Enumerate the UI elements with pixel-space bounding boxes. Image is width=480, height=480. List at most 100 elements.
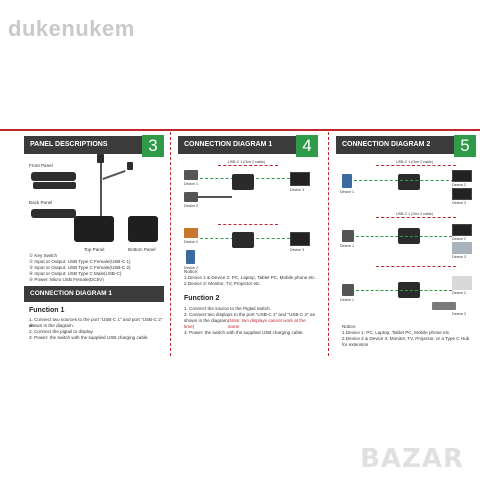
page-number-3: 3 xyxy=(142,135,164,157)
notice-line: 2.Device 3: Monitor, TV, Projector etc. xyxy=(184,281,261,286)
device-1-label: Device 1 xyxy=(184,240,198,244)
legend-item: ③ Input or Output: USB Type C Female(USB… xyxy=(29,265,131,270)
cable-note: USB-C 1 (Gen 2 cable) xyxy=(228,160,265,164)
device-1-tablet xyxy=(184,228,198,238)
top-panel-label: Top Panel xyxy=(84,247,105,252)
connection-diagram-2-panel: CONNECTION DIAGRAM 2 5 USB-C 1 (Gen 2 ca… xyxy=(336,135,476,356)
device-2-label: Device 2 xyxy=(452,237,466,241)
connection-diagram-2-title: CONNECTION DIAGRAM 2 xyxy=(342,141,431,148)
notice-line: 2.Device 2 & Device 3: Monitor, TV, Proj… xyxy=(342,336,470,341)
step-line: 2. Connect the pigtail to display. xyxy=(29,329,94,334)
device-3-label: Device 3 xyxy=(452,255,466,259)
step-line: 1. Connect the source to the Pigtail swi… xyxy=(184,306,271,311)
front-panel-side xyxy=(33,182,76,189)
green-signal-path xyxy=(356,236,452,237)
cable xyxy=(198,196,232,198)
device-2-label: Device 2 xyxy=(452,183,466,187)
device-3-label: Device 3 xyxy=(290,248,304,252)
page-number-4: 4 xyxy=(296,135,318,157)
device-2-laptop xyxy=(184,192,198,202)
usb-c-male-connector xyxy=(97,154,104,163)
front-panel-label: Front Panel xyxy=(29,163,53,168)
switch-hub xyxy=(232,174,254,190)
monitor-device-2 xyxy=(452,170,472,182)
watermark-text: dukenukem xyxy=(8,16,135,41)
device-1-phone xyxy=(342,174,352,188)
cable-note: USB-C 1 (Gen 2 cable) xyxy=(396,160,433,164)
pink-cable-path xyxy=(376,217,456,218)
notice-line: for extension xyxy=(342,342,369,347)
step-note: time) xyxy=(184,324,195,329)
device-2-label: Device 2 xyxy=(184,204,198,208)
pink-cable-path xyxy=(376,266,456,267)
page-number-5: 5 xyxy=(454,135,476,157)
connection-diagram-1-panel: CONNECTION DIAGRAM 1 4 USB-C 1 (Gen 2 ca… xyxy=(178,135,318,356)
panel-divider-1 xyxy=(170,132,171,356)
monitor-device-3 xyxy=(452,188,472,200)
device-2-label: Device 2 xyxy=(452,291,466,295)
front-panel-device xyxy=(31,172,76,181)
bottom-panel-label: Bottom Panel xyxy=(128,247,156,252)
connection-diagram-1-header: CONNECTION DIAGRAM 1 xyxy=(24,286,164,302)
device-3-label: Device 3 xyxy=(290,188,304,192)
top-divider xyxy=(0,129,480,131)
panel-descriptions: PANEL DESCRIPTIONS 3 Front Panel Back Pa… xyxy=(24,135,164,356)
panel-descriptions-title: PANEL DESCRIPTIONS xyxy=(30,141,108,148)
legend-item: ① Key Switch xyxy=(29,253,58,258)
step-line: 1. Connect two sources to the port "USB-… xyxy=(29,317,163,328)
step-line: 3. Power: the switch with the supplied U… xyxy=(29,335,149,340)
notice-title: Notice: xyxy=(342,324,357,329)
switch-hub xyxy=(398,174,420,190)
legend-item: ④ Input or Output: USB Type C Male(USB-C… xyxy=(29,271,122,276)
back-panel-device xyxy=(31,209,76,218)
function-1-title: Function 1 xyxy=(29,307,65,314)
switch-hub xyxy=(232,232,254,248)
device-1-label: Device 1 xyxy=(340,190,354,194)
notice-line: 1.Device 1 & Device 2: PC, Laptop, Table… xyxy=(184,275,316,280)
device-1-pc xyxy=(342,230,354,242)
device-3-label: Device 3 xyxy=(452,201,466,205)
pink-cable-path xyxy=(376,165,456,166)
green-signal-path xyxy=(356,290,452,291)
projector-device xyxy=(452,242,472,254)
monitor-device xyxy=(290,172,310,186)
pink-cable-path xyxy=(218,165,278,166)
tablet-device-2 xyxy=(452,276,472,290)
pink-cable-path xyxy=(218,224,278,225)
usb-c-hub-device xyxy=(432,302,456,310)
connection-diagram-1-panel-header: CONNECTION DIAGRAM 1 4 xyxy=(178,135,318,157)
notice-line: 1.Device 1: PC, Laptop, Tablet PC, Mobil… xyxy=(342,330,451,335)
bottom-panel-device xyxy=(128,216,158,242)
legend-item: ② Input or Output: USB Type C Female(USB… xyxy=(29,259,131,264)
monitor-device xyxy=(290,232,310,246)
panel-divider-2 xyxy=(328,132,329,356)
device-3-label: Device 3 xyxy=(452,312,466,316)
notice-title: Notice: xyxy=(184,269,199,274)
device-1-label: Device 1 xyxy=(184,182,198,186)
device-2-label: Device 2 xyxy=(184,266,198,270)
usb-c-male-connector-2 xyxy=(127,162,133,170)
step-note: (Note: two displays cannot work at the s… xyxy=(228,318,306,329)
device-1-label: Device 1 xyxy=(340,244,354,248)
connection-diagram-2-panel-header: CONNECTION DIAGRAM 2 5 xyxy=(336,135,476,157)
step-line: 3. Power: the switch with the supplied U… xyxy=(184,330,304,335)
device-1-label: Device 1 xyxy=(340,298,354,302)
cable-note: USB-C 1 (Gen 2 cable) xyxy=(396,212,433,216)
pigtail-cable-bend xyxy=(102,169,126,181)
bazar-logo: BAZAR xyxy=(360,444,464,474)
device-1-pc xyxy=(342,284,354,296)
monitor-device-2 xyxy=(452,224,472,236)
connection-diagram-1-title: CONNECTION DIAGRAM 1 xyxy=(184,141,273,148)
back-panel-label: Back Panel xyxy=(29,200,53,205)
top-panel-device xyxy=(74,216,114,242)
pigtail-cable xyxy=(100,158,102,218)
step-line: 2. Connect two displays to the port "USB… xyxy=(184,312,315,317)
step-line: shown in the diagram. xyxy=(184,318,229,323)
device-1-laptop xyxy=(184,170,198,180)
legend-item: ⑤ Power: Micro USB Female(DC5V) xyxy=(29,277,104,282)
panel-descriptions-header: PANEL DESCRIPTIONS 3 xyxy=(24,135,164,157)
step-line: shown in the diagram. xyxy=(29,323,74,328)
function-2-title: Function 2 xyxy=(184,295,220,302)
device-2-phone xyxy=(186,250,195,264)
green-signal-path xyxy=(354,180,454,181)
